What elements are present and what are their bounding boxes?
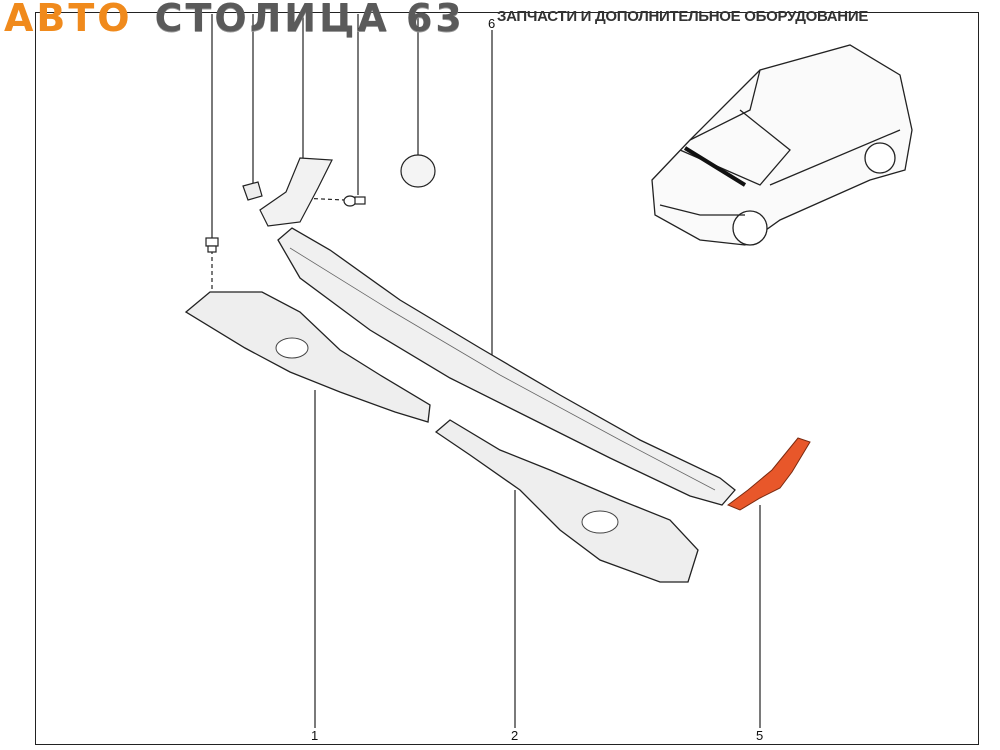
cap-part [400, 154, 436, 188]
screw-part [343, 195, 366, 207]
callout-2: 2 [511, 728, 519, 743]
seal-part-5-highlighted [727, 437, 811, 511]
cowl-grille-part-6 [277, 227, 736, 506]
callout-6: 6 [488, 16, 496, 31]
clip-part [242, 181, 263, 201]
bolt-part [205, 237, 219, 253]
callout-5: 5 [756, 728, 764, 743]
vehicle-thumbnail [651, 44, 913, 246]
site-logo: АВТО СТОЛИЦА 63 [4, 0, 465, 40]
diagram-frame [35, 12, 979, 745]
logo-text-avto: АВТО [4, 0, 133, 40]
cowl-panel-right-part-2 [434, 419, 699, 583]
cowl-panel-left-part-1 [184, 291, 431, 423]
bracket-part [259, 157, 333, 227]
header-tagline: ЗАПЧАСТИ И ДОПОЛНИТЕЛЬНОЕ ОБОРУДОВАНИЕ [497, 8, 869, 25]
logo-text-stolitsa: СТОЛИЦА 63 [154, 0, 465, 40]
callout-1: 1 [311, 728, 319, 743]
